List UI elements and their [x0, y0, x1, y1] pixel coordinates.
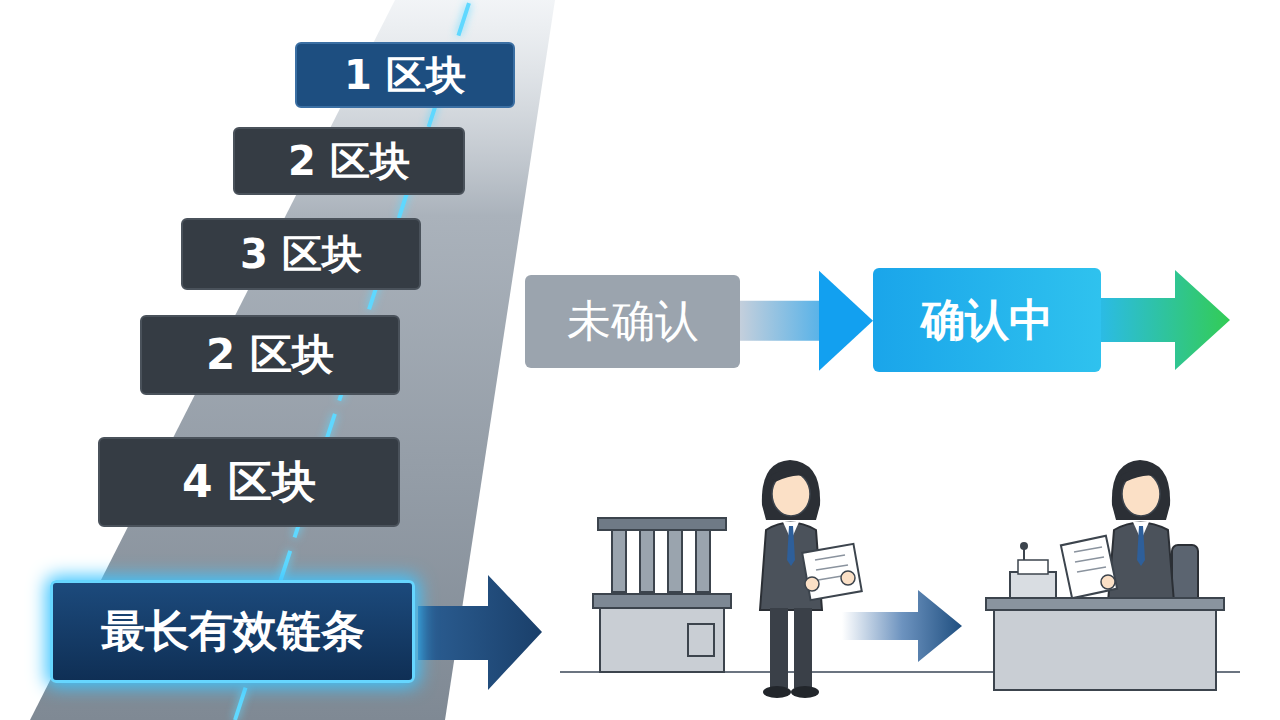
- bank-building-part: [640, 530, 654, 592]
- bank-building-part: [688, 624, 714, 656]
- clerk-at-desk: [986, 460, 1224, 690]
- longest-chain-box: 最长有效链条: [50, 580, 415, 683]
- clerk-at-desk-part: [1172, 545, 1198, 605]
- node-label: 1 区块: [344, 52, 466, 98]
- flow-arrow: [740, 271, 873, 371]
- bank-building-part: [593, 594, 731, 608]
- clerk-standing-part: [787, 526, 795, 566]
- clerk-standing-part: [805, 577, 819, 591]
- bank-building-part: [598, 518, 726, 530]
- chain-arrow: [418, 575, 542, 690]
- small-arrow: [842, 590, 962, 662]
- node-label: 确认中: [921, 295, 1053, 346]
- chain-arrow-shape: [418, 575, 542, 690]
- arrow-head: [819, 271, 873, 371]
- node-label: 2 区块: [288, 138, 410, 184]
- clerk-at-desk-part: [1120, 470, 1162, 482]
- clerk-standing-part: [791, 686, 819, 698]
- status-box: 确认中: [873, 268, 1101, 372]
- bank-building-part: [612, 530, 626, 592]
- node-label: 3 区块: [240, 231, 362, 277]
- clerk-standing-part: [762, 460, 820, 520]
- clerk-at-desk-part: [1112, 460, 1170, 520]
- clerk-at-desk-part: [1101, 575, 1115, 589]
- block-box: 2 区块: [140, 315, 400, 395]
- green-arrow-shape: [1100, 270, 1230, 370]
- block-box: 1 区块: [295, 42, 515, 108]
- status-box: 未确认: [525, 275, 740, 368]
- clerk-at-desk-part: [994, 610, 1216, 690]
- clerk-standing-part: [794, 608, 812, 688]
- block-box: 2 区块: [233, 127, 465, 195]
- block-box: 4 区块: [98, 437, 400, 527]
- clerk-standing-part: [763, 686, 791, 698]
- clerk-standing-part: [770, 608, 788, 688]
- clerk-at-desk-part: [1061, 536, 1117, 598]
- node-label: 2 区块: [206, 331, 334, 379]
- clerk-at-desk-part: [1018, 560, 1048, 574]
- node-label: 未确认: [567, 296, 699, 347]
- bank-building-part: [668, 530, 682, 592]
- block-box: 3 区块: [181, 218, 421, 290]
- road-band: [30, 0, 555, 720]
- clerk-standing-part: [815, 555, 845, 560]
- clerk-standing-part: [841, 571, 855, 585]
- node-label: 最长有效链条: [101, 606, 365, 657]
- clerk-at-desk-part: [1077, 567, 1106, 572]
- bank-building-part: [600, 608, 724, 672]
- clerk-standing: [760, 460, 862, 698]
- clerk-at-desk-part: [986, 598, 1224, 610]
- arrow-shaft: [740, 301, 819, 341]
- clerk-at-desk-part: [1010, 572, 1056, 598]
- bank-building-part: [696, 530, 710, 592]
- clerk-standing-part: [802, 544, 862, 600]
- clerk-at-desk-part: [1020, 542, 1028, 550]
- small-arrow-part: [842, 590, 962, 662]
- node-label: 4 区块: [182, 457, 316, 508]
- clerk-standing-part: [770, 470, 812, 482]
- clerk-at-desk-part: [1137, 526, 1145, 566]
- clerk-at-desk-part: [1108, 523, 1174, 603]
- clerk-standing-part: [816, 565, 848, 570]
- clerk-at-desk-part: [1074, 547, 1102, 552]
- bank-building: [593, 518, 731, 672]
- green-arrow: [1100, 270, 1230, 370]
- clerk-at-desk-part: [1075, 557, 1104, 562]
- road: [30, 0, 555, 720]
